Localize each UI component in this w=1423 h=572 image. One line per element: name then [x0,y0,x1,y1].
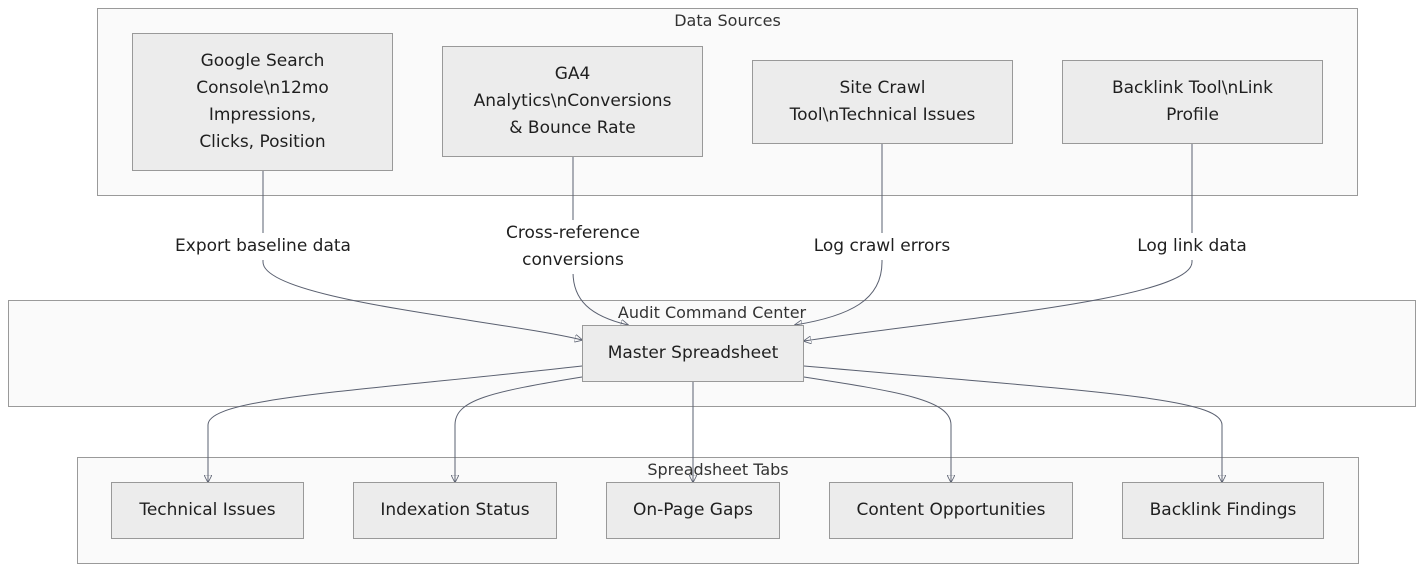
node-site-crawl-tool: Site Crawl Tool\nTechnical Issues [752,60,1013,144]
edge-gsc-to-master [262,171,582,340]
edge-master-to-content [803,376,951,482]
node-technical-issues: Technical Issues [111,482,304,539]
edge-crawl-to-master [795,144,883,325]
node-label-ga4-analytics: GA4 Analytics\nConversions & Bounce Rate [473,64,672,138]
cluster-title-audit-command-center: Audit Command Center [617,303,807,322]
node-label-on-page-gaps: On-Page Gaps [632,500,754,520]
node-google-search-console: Google Search Console\n12mo Impressions,… [132,33,393,171]
cluster-title-data-sources: Data Sources [674,11,781,30]
node-label-google-search-console: Google Search Console\n12mo Impressions,… [196,51,329,152]
edge-master-to-backlinks [803,365,1222,482]
node-content-opportunities: Content Opportunities [829,482,1073,539]
node-label-content-opportunities: Content Opportunities [856,500,1046,520]
edge-label-log-link-data: Log link data [1137,233,1247,260]
edge-label-export-baseline-data: Export baseline data [175,233,351,260]
edge-label-cross-reference-conversions: Cross-reference conversions [503,220,643,274]
edge-master-to-technical [208,365,583,482]
edge-label-log-crawl-errors: Log crawl errors [813,233,951,260]
edge-backlink-to-master [804,144,1193,341]
node-master-spreadsheet: Master Spreadsheet [582,325,804,382]
cluster-audit-command-center: Audit Command Center [8,300,1416,407]
node-ga4-analytics: GA4 Analytics\nConversions & Bounce Rate [442,46,703,157]
node-label-backlink-tool: Backlink Tool\nLink Profile [1111,78,1274,125]
node-label-site-crawl-tool: Site Crawl Tool\nTechnical Issues [789,78,976,125]
node-label-master-spreadsheet: Master Spreadsheet [607,343,779,363]
cluster-title-spreadsheet-tabs: Spreadsheet Tabs [647,460,789,479]
node-label-indexation-status: Indexation Status [380,500,530,520]
node-label-backlink-findings: Backlink Findings [1149,500,1297,520]
node-on-page-gaps: On-Page Gaps [606,482,780,539]
node-indexation-status: Indexation Status [353,482,557,539]
node-backlink-tool: Backlink Tool\nLink Profile [1062,60,1323,144]
edge-master-to-indexation [455,376,583,482]
node-label-technical-issues: Technical Issues [139,500,276,520]
node-backlink-findings: Backlink Findings [1122,482,1324,539]
